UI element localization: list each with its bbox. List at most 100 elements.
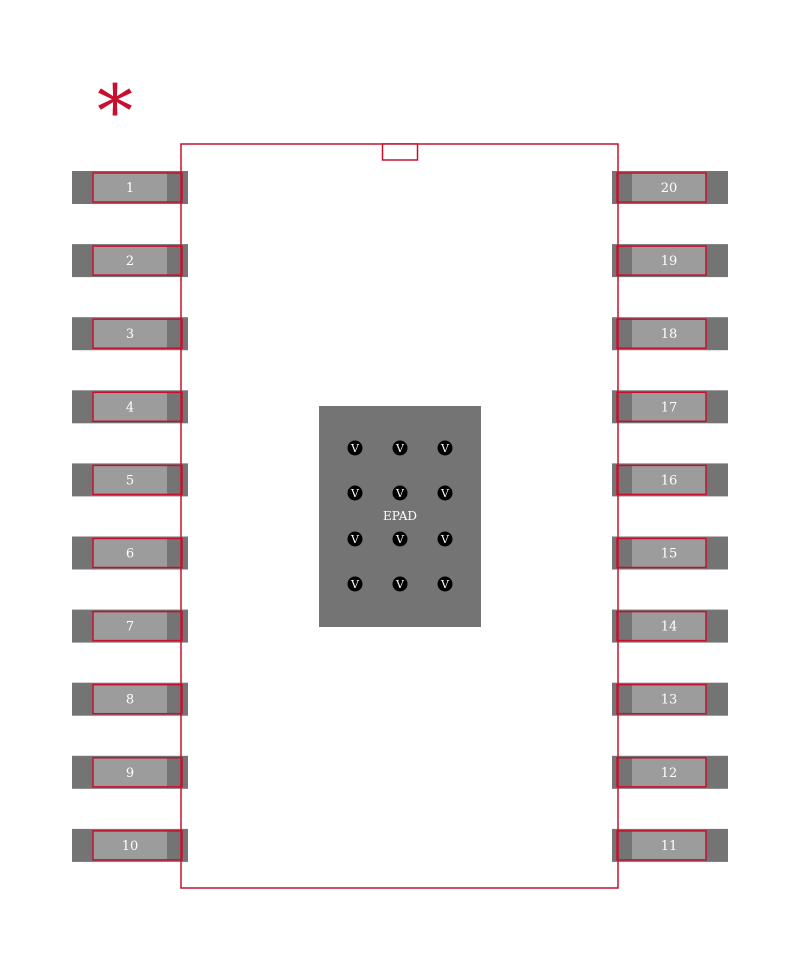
pad-paste (632, 319, 706, 349)
via: V (437, 440, 453, 456)
via-circle (347, 576, 363, 592)
via-label: V (440, 578, 450, 591)
pad: 20 (612, 171, 728, 204)
pad: 18 (612, 317, 728, 351)
pin-number-label: 4 (126, 400, 134, 415)
pin-number-label: 20 (661, 181, 678, 196)
pad-paste (632, 538, 706, 568)
via: V (347, 576, 363, 592)
via: V (347, 485, 363, 501)
pad: 13 (612, 682, 728, 716)
pin-number-label: 12 (661, 766, 678, 781)
pad-outline (616, 245, 707, 276)
pad: 16 (612, 463, 728, 497)
pad-paste (93, 392, 167, 422)
pin-number-label: 13 (661, 693, 678, 708)
pad-paste (93, 757, 167, 787)
pad-paste (93, 684, 167, 714)
via-circle (392, 485, 408, 501)
pad-outline (616, 683, 707, 715)
via-circle (347, 440, 363, 456)
via-label: V (440, 442, 450, 455)
pad-paste (93, 830, 167, 860)
pad-paste (93, 611, 167, 641)
pad-paste (632, 830, 706, 860)
pad: 12 (612, 755, 728, 789)
via-label: V (395, 533, 405, 546)
pad-outline (92, 245, 183, 276)
via-circle (347, 531, 363, 547)
pin-number-label: 16 (661, 473, 678, 488)
via-circle (437, 485, 453, 501)
pad-outline (616, 172, 707, 203)
pad: 8 (72, 682, 188, 716)
pin-number-label: 17 (661, 400, 678, 415)
pad-paste (632, 757, 706, 787)
via-circle (437, 531, 453, 547)
pad: 10 (72, 828, 188, 862)
pad: 6 (72, 536, 188, 570)
via-label: V (440, 533, 450, 546)
pin-number-label: 2 (126, 254, 134, 269)
pad-paste (93, 465, 167, 495)
pad: 17 (612, 390, 728, 424)
pad-paste (632, 173, 706, 202)
via-circle (392, 531, 408, 547)
via-label: V (350, 487, 360, 500)
pad-outline (92, 610, 183, 642)
via-circle (392, 440, 408, 456)
pad-paste (93, 319, 167, 349)
pad-outline (92, 537, 183, 569)
pad: 15 (612, 536, 728, 570)
pad: 11 (612, 828, 728, 862)
pad-outline (92, 391, 183, 423)
pin-number-label: 6 (126, 547, 134, 562)
pad-paste (93, 538, 167, 568)
via-circle (437, 440, 453, 456)
pad: 9 (72, 755, 188, 789)
pad-outline (92, 172, 183, 203)
via-label: V (395, 578, 405, 591)
pin-number-label: 1 (126, 181, 134, 196)
pad-outline (616, 537, 707, 569)
pad-outline (616, 757, 707, 788)
via-label: V (350, 442, 360, 455)
pad-paste (632, 465, 706, 495)
pin-number-label: 5 (126, 473, 134, 488)
epad-label: EPAD (383, 509, 417, 523)
pad: 2 (72, 244, 188, 278)
via-label: V (395, 442, 405, 455)
orientation-notch (381, 143, 419, 161)
pad-paste (632, 611, 706, 641)
pad-outline (616, 464, 707, 496)
pin-number-label: 15 (661, 547, 678, 562)
via: V (437, 576, 453, 592)
pad-outline (92, 683, 183, 715)
pin-number-label: 11 (661, 839, 678, 854)
pad-outline (92, 318, 183, 349)
via-circle (392, 576, 408, 592)
via-label: V (440, 487, 450, 500)
pad-outline (92, 757, 183, 788)
pad-paste (93, 173, 167, 202)
via: V (392, 531, 408, 547)
pad-outline (616, 318, 707, 349)
via: V (347, 531, 363, 547)
pad: 14 (612, 609, 728, 643)
pin-number-label: 8 (126, 693, 134, 708)
pin1-marker: * (97, 69, 133, 153)
via-label: V (350, 578, 360, 591)
pin-number-label: 10 (122, 839, 139, 854)
pin-number-label: 14 (661, 620, 678, 635)
thermal-vias: V V V V V V V V V V V V (347, 440, 453, 592)
pad-paste (632, 246, 706, 276)
pad: 5 (72, 463, 188, 497)
via-label: V (395, 487, 405, 500)
via-label: V (350, 533, 360, 546)
pad-outline (92, 830, 183, 861)
via: V (392, 440, 408, 456)
pad-outline (92, 464, 183, 496)
pad-paste (632, 392, 706, 422)
via: V (347, 440, 363, 456)
